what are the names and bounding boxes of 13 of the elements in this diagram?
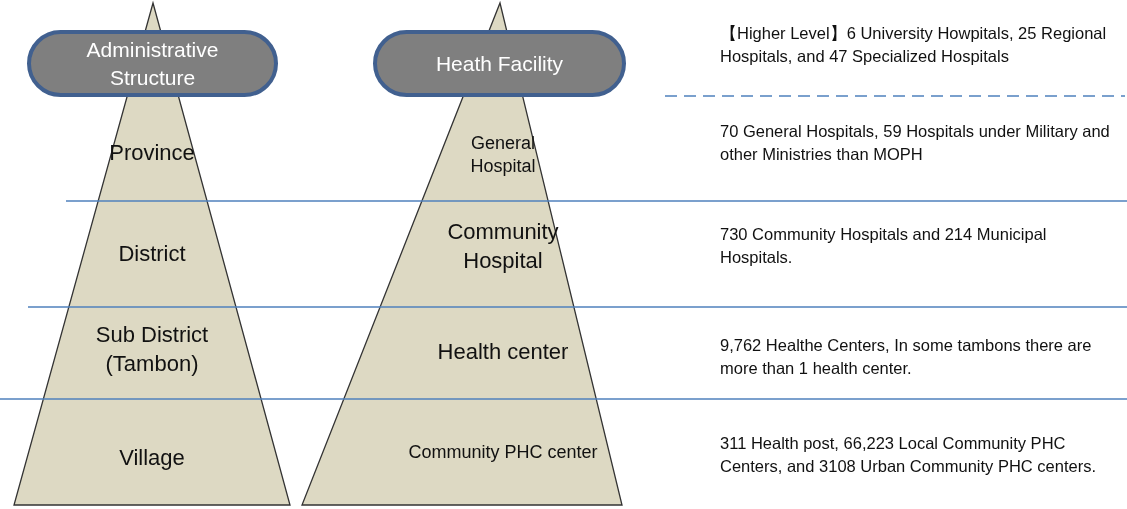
description-text: 730 Community Hospitals and 214 Municipal Hospitals. — [720, 223, 1048, 268]
level-label: Sub District (Tambon) — [52, 321, 252, 379]
level-label: Community PHC center — [373, 441, 633, 465]
level-label: Health center — [383, 337, 623, 367]
level-label: Province — [52, 138, 252, 168]
level-label: General Hospital — [453, 131, 553, 179]
description-text: 【Higher Level】6 University Howpitals, 25 Regional Hospitals, and 47 Specialized Hospitals — [720, 22, 1108, 67]
description-text: 9,762 Healthe Centers, In some tambons there are more than 1 health center. — [720, 334, 1093, 379]
level-label: Village — [52, 443, 252, 473]
level-label: District — [52, 239, 252, 269]
level-label: Community Hospital — [433, 218, 573, 276]
description-text: 70 General Hospitals, 59 Hospitals under Military and other Ministries than MOPH — [720, 120, 1111, 165]
description-text: 311 Health post, 66,223 Local Community PHC Centers, and 3108 Urban Community PHC centers. — [720, 432, 1097, 477]
